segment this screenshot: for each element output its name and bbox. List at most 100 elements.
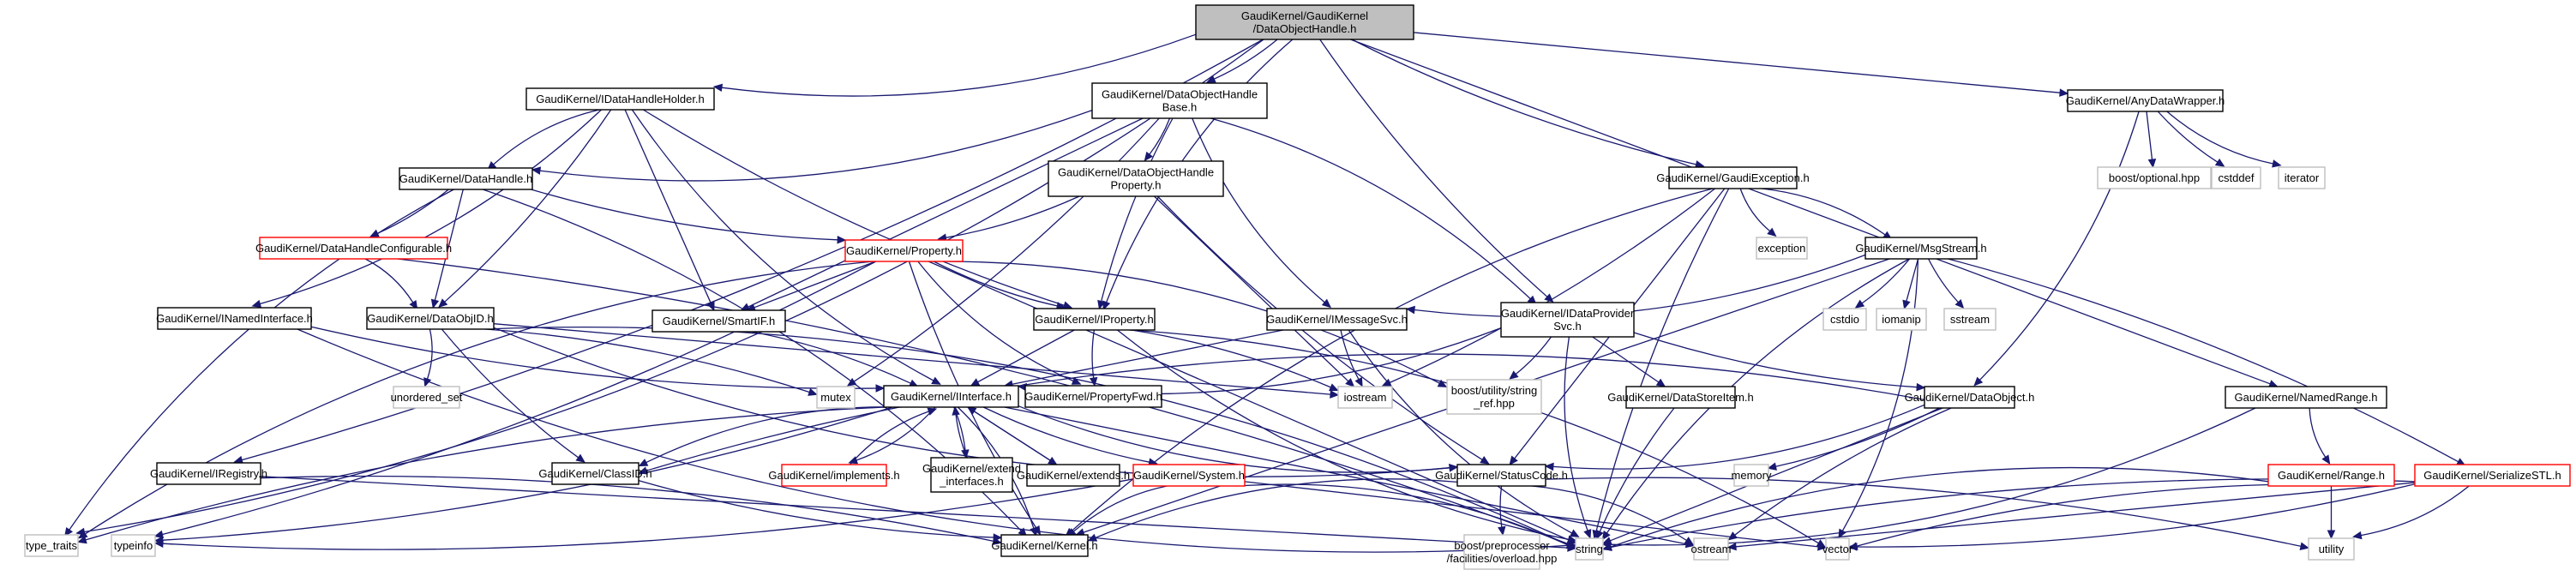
edge-AnyDataWrapper-to-cstddef [2157,111,2219,163]
node-type-traits: type_traits [24,534,79,557]
edge-IInterface-to-ostream [1004,406,1687,545]
node-msgstream[interactable]: GaudiKernel/MsgStream.h [1855,237,1987,260]
edge-DataObjID-to-mutex [485,328,810,393]
node-box [111,534,156,557]
node-box [551,462,639,485]
node-iproperty[interactable]: GaudiKernel/IProperty.h [1033,308,1156,331]
node-box [1266,308,1408,331]
node-label: GaudiKernel/Range.h [2278,469,2385,482]
arrowhead-icon [1767,462,1777,471]
edge-Property-to-boost_string_ref [946,261,1440,384]
node-extends[interactable]: GaudiKernel/extends.h [1017,464,1130,487]
node-iinterface[interactable]: GaudiKernel/IInterface.h [883,385,1019,408]
node-smartif[interactable]: GaudiKernel/SmartIF.h [652,309,786,333]
node-inamedinterface[interactable]: GaudiKernel/INamedInterface.h [156,307,313,330]
node-label: /facilities/overload.hpp [1447,552,1558,565]
node-label: GaudiKernel/IInterface.h [891,390,1012,403]
node-label: GaudiKernel/DataHandleConfigurable.h [255,242,452,255]
node-gaudiexception[interactable]: GaudiKernel/GaudiException.h [1656,166,1810,189]
edge-GaudiException-to-iostream [1389,188,1715,383]
node-serializestl[interactable]: GaudiKernel/SerializeSTL.h [2414,464,2571,487]
node-kernel[interactable]: GaudiKernel/Kernel.h [991,534,1098,557]
node-dataobject[interactable]: GaudiKernel/DataObject.h [1905,386,2035,409]
node-datahandle[interactable]: GaudiKernel/DataHandle.h [399,167,533,190]
node-box [2225,386,2387,409]
node-idatahandleholder[interactable]: GaudiKernel/IDataHandleHolder.h [525,87,715,111]
edge-StatusCode-to-ostream [1531,485,1687,542]
arrowhead-icon [1727,531,1738,541]
edge-DataObject-to-memory [1775,407,1940,467]
node-namedrange[interactable]: GaudiKernel/NamedRange.h [2225,386,2387,409]
node-label: _ref.hpp [1473,397,1515,410]
node-datahandleconfigurable[interactable]: GaudiKernel/DataHandleConfigurable.h [255,237,452,260]
node-string: string [1575,537,1604,561]
node-imessagesvc[interactable]: GaudiKernel/IMessageSvc.h [1266,308,1408,331]
node-extend-interfaces[interactable]: GaudiKernel/extend_interfaces.h [922,457,1021,493]
node-root[interactable]: GaudiKernel/GaudiKernel/DataObjectHandle… [1195,4,1414,40]
node-box [1864,237,1978,260]
edge-DataObject-to-StatusCode [1552,404,1925,470]
arrowhead-icon [2327,530,2336,540]
node-box [1876,308,1927,331]
node-label: GaudiKernel/DataObjID.h [367,312,493,325]
edge-IDataProviderSvc-to-DataStoreItem [1592,336,1660,383]
node-box [1825,537,1850,561]
arrowhead-icon [1567,535,1577,543]
edge-MsgStream-to-sstream [1928,258,1959,303]
arrowhead-icon [1498,525,1506,537]
node-datastoreitem[interactable]: GaudiKernel/DataStoreItem.h [1607,386,1754,409]
node-mutex: mutex [816,386,856,409]
arrowhead-icon [2147,159,2157,169]
node-classid[interactable]: GaudiKernel/ClassID.h [538,462,652,485]
node-label: GaudiKernel/PropertyFwd.h [1024,390,1162,403]
edge-IRegistry-to-string [260,476,1569,549]
node-box [816,386,856,409]
node-propertyfwd[interactable]: GaudiKernel/PropertyFwd.h [1024,385,1162,408]
arrowhead-icon [1726,542,1737,551]
edge-extend_interfaces-to-IInterface [955,414,968,459]
edge-DataObjectHandleBase-to-IDataProviderSvc [1210,117,1531,300]
node-iregistry[interactable]: GaudiKernel/IRegistry.h [150,462,267,485]
node-box [1026,464,1120,487]
edge-DataObjectHandleBase-to-IProperty [1100,117,1174,302]
node-implements[interactable]: GaudiKernel/implements.h [768,464,900,487]
edge-AnyDataWrapper-to-boost_optional [2146,111,2153,160]
arrowhead-icon [63,526,74,537]
node-system[interactable]: GaudiKernel/System.h [1132,464,1246,487]
edge-DataObjectHandleProperty-to-Property [946,195,1080,238]
edge-MsgStream-to-vector [1841,258,1919,531]
edge-IInterface-to-System [982,406,1150,463]
edge-IProperty-to-vector [1128,329,1819,544]
edge-System-to-typeinfo [162,478,1134,550]
node-box [1000,534,1089,557]
edge-IDataProviderSvc-to-boost_string_ref [1515,336,1552,375]
node-label: sstream [1950,313,1990,326]
edge-DataHandle-to-Property [531,189,838,241]
edge-root-to-GaudiException [1351,39,1696,165]
node-label: utility [2319,543,2345,555]
arrowhead-icon [153,530,165,539]
node-range[interactable]: GaudiKernel/Range.h [2267,464,2395,487]
edge-IDataHandleHolder-to-INamedInterface [260,109,602,305]
arrowhead-icon [1480,455,1490,465]
node-label: GaudiKernel/IDataProvider [1501,307,1635,320]
edge-extends-to-IInterface [974,411,1057,465]
node-property[interactable]: GaudiKernel/Property.h [844,239,964,262]
node-dataobjid[interactable]: GaudiKernel/DataObjID.h [366,307,495,330]
node-box [1337,386,1393,409]
node-ostream: ostream [1691,537,1731,561]
edge-Property-to-string [928,261,1569,541]
edge-IMessageSvc-to-string [1348,329,1572,534]
arrowhead-icon [1345,377,1355,387]
arrowhead-icon [430,298,440,309]
arrowhead-icon [1902,299,1911,310]
node-label: memory [1732,469,1772,482]
node-anydatawrapper[interactable]: GaudiKernel/AnyDataWrapper.h [2066,89,2225,112]
node-statuscode[interactable]: GaudiKernel/StatusCode.h [1435,464,1568,487]
node-label: GaudiKernel/Property.h [846,244,962,257]
arrowhead-icon [1955,299,1965,309]
arrowhead-icon [77,530,88,539]
